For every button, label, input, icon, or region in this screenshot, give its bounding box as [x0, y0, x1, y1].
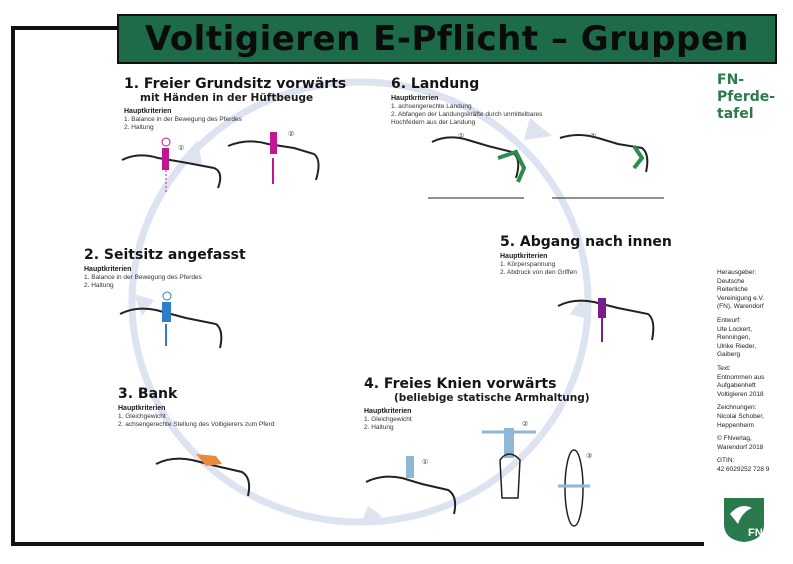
criterion: 2. Abdruck von den Griffen — [500, 269, 577, 277]
criterion: 2. achsengerechte Stellung des Voltigier… — [118, 421, 275, 429]
criterion: 2. Haltung — [124, 124, 154, 132]
illustration-landung: ① ② — [428, 132, 664, 199]
page-title: Voltigieren E-Pflicht – Gruppen — [144, 19, 750, 59]
exercise-3: 3. Bank Hauptkriterien 1. Gleichgewicht … — [118, 386, 274, 429]
credit-copyright: © FNverlag, Warendorf 2018 — [717, 435, 764, 451]
illustration-knien: ① ② ③ — [365, 420, 592, 527]
heading-line: tafel — [717, 106, 754, 122]
criteria-heading: Hauptkriterien — [84, 266, 132, 273]
figure-number: ② — [522, 420, 528, 428]
exercise-title: 3. Bank — [118, 386, 178, 402]
criteria-heading: Hauptkriterien — [124, 108, 172, 115]
criterion: 1. achsengerechte Landung — [391, 103, 472, 110]
title-banner: Voltigieren E-Pflicht – Gruppen — [117, 14, 777, 64]
credit-design: Entwurf: Ute Lockert, Renningen, Ulrike … — [717, 316, 757, 359]
heading-line: FN- — [717, 72, 745, 88]
credit-publisher: Herausgeber: Deutsche Reiterliche Verein… — [717, 269, 765, 311]
criteria-heading: Hauptkriterien — [500, 253, 548, 260]
exercise-title: 1. Freier Grundsitz vorwärts — [124, 76, 347, 92]
figure-number: ① — [422, 458, 428, 466]
exercise-2: 2. Seitsitz angefasst Hauptkriterien 1. … — [84, 247, 246, 290]
criterion: 2. Haltung — [364, 424, 394, 432]
figure-number: ② — [590, 132, 596, 140]
heading-line: Pferde- — [717, 89, 776, 105]
illustration-grundsitz: ① ② — [121, 130, 320, 194]
criterion: 2. Abfangen der Landungskräfte durch unm… — [391, 111, 543, 119]
illustration-bank — [155, 454, 251, 497]
credit-drawings: Zeichnungen: Nicolai Schober, Heppenheim — [717, 404, 764, 429]
credit-gtin: GTIN: 42 6029252 728 9 — [717, 457, 770, 473]
credit-text: Text: Entnommen aus Aufgabenheft Voltigi… — [717, 364, 765, 398]
criterion: 1. Balance in der Bewegung des Pferdes — [124, 116, 242, 123]
figure-number: ③ — [586, 452, 592, 460]
criterion: 1. Balance in der Bewegung des Pferdes — [84, 274, 202, 281]
exercise-title: 2. Seitsitz angefasst — [84, 247, 246, 263]
exercise-subtitle: (beliebige statische Armhaltung) — [394, 392, 590, 404]
figure-number: ② — [288, 130, 294, 138]
exercise-4: 4. Freies Knien vorwärts (beliebige stat… — [364, 376, 590, 432]
exercise-title: 5. Abgang nach innen — [500, 234, 672, 250]
figure-number: ① — [458, 132, 464, 140]
exercise-1: 1. Freier Grundsitz vorwärts mit Händen … — [124, 76, 346, 132]
credits: Herausgeber: Deutsche Reiterliche Verein… — [717, 269, 791, 479]
exercise-title: 4. Freies Knien vorwärts — [364, 376, 557, 392]
criterion: 1. Gleichgewicht — [364, 416, 412, 423]
criterion: 1. Gleichgewicht — [118, 413, 166, 420]
exercise-title: 6. Landung — [391, 76, 480, 92]
exercise-6: 6. Landung Hauptkriterien 1. achsengerec… — [391, 76, 542, 128]
criteria-heading: Hauptkriterien — [118, 405, 166, 412]
criterion: 1. Körperspannung — [500, 261, 556, 268]
logo-text: FN — [748, 527, 763, 539]
fn-logo: FN — [724, 498, 764, 542]
criteria-heading: Hauptkriterien — [364, 408, 412, 415]
criterion: 2. Haltung — [84, 282, 114, 290]
illustration-abgang — [557, 298, 655, 342]
exercise-subtitle: mit Händen in der Hüftbeuge — [140, 92, 314, 104]
fn-pferdetafel-heading: FN- Pferde- tafel — [717, 72, 775, 123]
criterion: Hochfedern aus der Landung — [391, 119, 476, 127]
illustration-seitsitz — [119, 291, 223, 349]
exercise-5: 5. Abgang nach innen Hauptkriterien 1. K… — [500, 234, 672, 277]
figure-number: ① — [178, 144, 184, 152]
criteria-heading: Hauptkriterien — [391, 95, 439, 102]
